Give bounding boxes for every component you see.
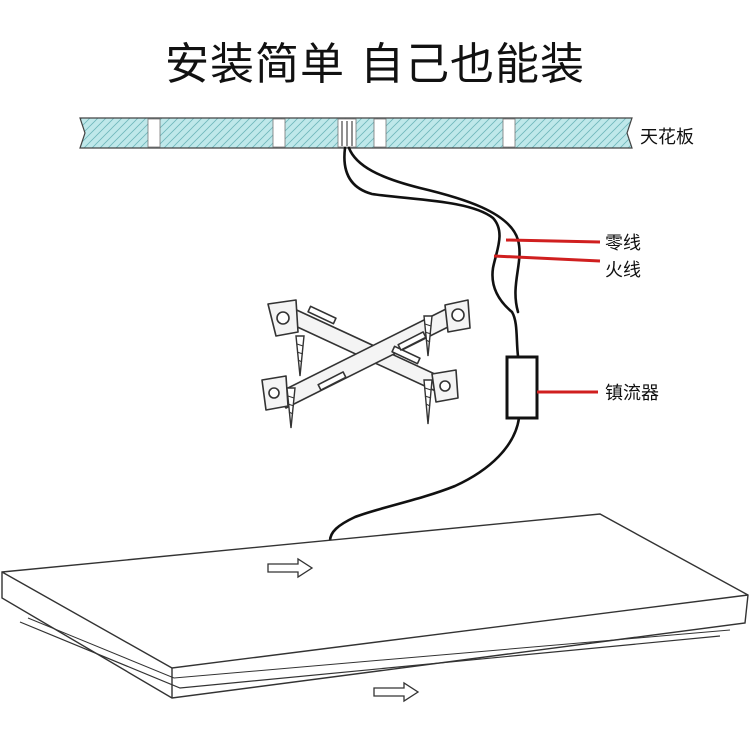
neutral-wire-callout-line	[505, 238, 601, 244]
callout-lines	[493, 238, 601, 394]
arrow-right-icon	[267, 557, 420, 703]
power-cable	[328, 146, 521, 543]
led-panel-light	[1, 513, 749, 699]
live-wire-callout-line	[493, 254, 601, 263]
ceiling-board	[79, 117, 633, 149]
ballast-label: 镇流器	[605, 383, 659, 404]
live-wire-label: 火线	[605, 260, 641, 281]
ceiling-label: 天花板	[640, 127, 694, 148]
screw-icon	[286, 315, 433, 429]
neutral-wire-label: 零线	[605, 233, 641, 254]
ballast-box	[505, 355, 539, 420]
page-title: 安装简单 自己也能装	[165, 39, 585, 90]
mounting-bracket-icon	[261, 299, 471, 411]
